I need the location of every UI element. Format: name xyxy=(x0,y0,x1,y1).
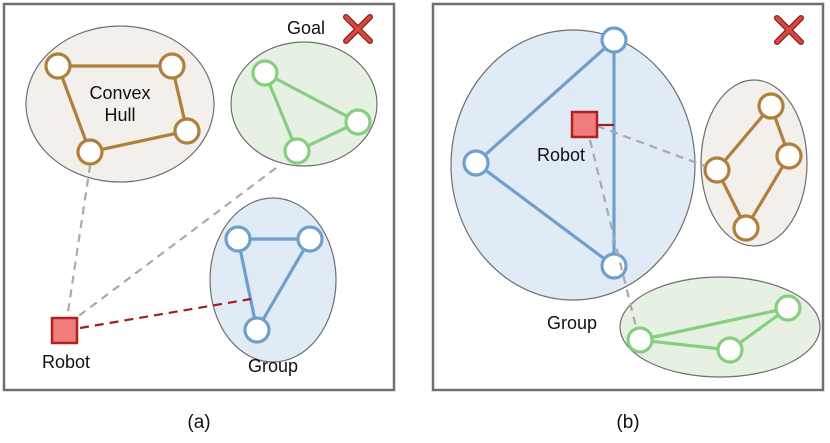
goal-x-mark-icon xyxy=(343,14,373,44)
node-icon xyxy=(251,59,279,87)
brown-cluster xyxy=(700,79,808,247)
robot-label: Robot xyxy=(42,352,90,372)
blue-group-cluster: Group xyxy=(450,26,696,333)
panel-b-caption: (b) xyxy=(616,412,639,433)
group-label: Group xyxy=(547,313,597,333)
convex-hull-label-line1: Convex xyxy=(89,83,150,103)
panel-a: Convex Hull Group Robot Goal xyxy=(2,2,396,433)
green-cluster-polygon xyxy=(261,69,362,154)
node-icon xyxy=(76,138,104,166)
green-cluster xyxy=(619,276,821,378)
dashed-link-to-brown xyxy=(596,124,706,168)
node-icon xyxy=(224,225,252,253)
green-cluster xyxy=(230,41,378,167)
blue-group-hull xyxy=(209,197,337,363)
blue-group-polygon xyxy=(236,237,313,335)
node-icon xyxy=(600,252,628,280)
brown-cluster-hull xyxy=(25,25,215,183)
panel-b: Group Robot xyxy=(431,2,825,433)
blue-group-hull xyxy=(450,29,696,301)
node-icon xyxy=(774,294,802,322)
node-icon xyxy=(716,336,744,364)
green-cluster-hull xyxy=(619,276,821,378)
node-icon xyxy=(600,26,628,54)
goal-x-mark-icon xyxy=(774,15,804,45)
robot-square-icon xyxy=(570,110,599,139)
brown-cluster: Convex Hull xyxy=(25,25,215,183)
green-cluster-polygon xyxy=(639,306,789,352)
robot-square-icon xyxy=(50,316,79,345)
node-icon xyxy=(296,225,324,253)
node-icon xyxy=(344,108,372,136)
node-icon xyxy=(732,214,760,242)
node-icon xyxy=(626,326,654,354)
blue-group-polygon xyxy=(473,36,616,270)
robot-label: Robot xyxy=(537,145,585,165)
node-icon xyxy=(173,117,201,145)
brown-cluster-hull xyxy=(700,79,808,247)
convex-hull-label-line2: Hull xyxy=(104,105,135,125)
node-icon xyxy=(158,52,186,80)
node-icon xyxy=(243,316,271,344)
blue-group-cluster: Group xyxy=(209,197,337,376)
node-icon xyxy=(703,156,731,184)
group-label: Group xyxy=(248,356,298,376)
node-icon xyxy=(44,52,72,80)
node-icon xyxy=(757,92,785,120)
node-icon xyxy=(283,137,311,165)
dashed-link-to-green xyxy=(67,164,281,325)
dashed-link-to-green xyxy=(588,139,638,328)
node-icon xyxy=(462,149,490,177)
node-icon xyxy=(775,142,803,170)
goal-label: Goal xyxy=(287,18,325,38)
panel-a-caption: (a) xyxy=(187,412,210,433)
